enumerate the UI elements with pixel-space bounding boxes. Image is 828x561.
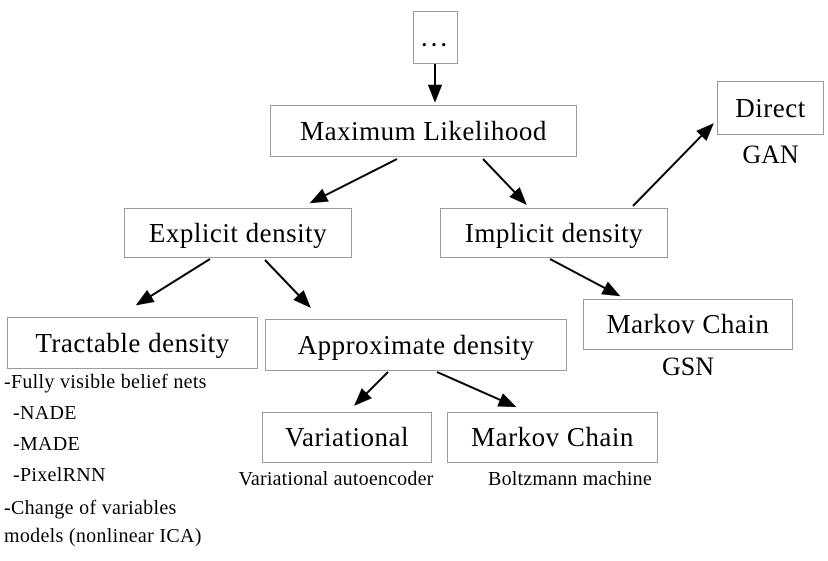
node-direct-label: Direct: [735, 92, 806, 123]
arrow-approximate-density-to-markov-chain-middle: [436, 371, 517, 408]
node-markov-chain-right: Markov Chain: [583, 299, 793, 350]
arrow-explicit-density-to-tractable-density: [135, 258, 211, 306]
tractable-list-item: -NADE: [13, 402, 77, 424]
tractable-list-item: -Fully visible belief nets: [4, 371, 207, 393]
node-variational-label: Variational: [285, 422, 409, 452]
arrow-maximum-likelihood-to-implicit-density: [482, 158, 527, 205]
node-tractable-density: Tractable density: [7, 317, 258, 369]
caption-variational-autoencoder: Variational autoencoder: [238, 468, 434, 490]
node-markov-chain-middle: Markov Chain: [447, 412, 658, 463]
tractable-list-item: -Change of variables: [4, 497, 177, 519]
node-implicit-density-label: Implicit density: [464, 217, 644, 248]
tractable-list-item: -PixelRNN: [13, 464, 106, 486]
caption-boltzmann-machine: Boltzmann machine: [488, 468, 652, 490]
node-root-label: ...: [420, 22, 451, 52]
arrow-explicit-density-to-approximate-density: [264, 259, 311, 308]
node-tractable-density-label: Tractable density: [35, 327, 230, 358]
node-root: ...: [413, 11, 458, 64]
caption-gsn: GSN: [661, 352, 714, 381]
node-approximate-density-label: Approximate density: [297, 329, 535, 360]
node-explicit-density: Explicit density: [124, 208, 352, 258]
arrow-maximum-likelihood-to-explicit-density: [309, 158, 398, 204]
arrow-implicit-density-to-markov-chain-right: [549, 258, 621, 297]
node-maximum-likelihood: Maximum Likelihood: [270, 105, 577, 157]
node-direct: Direct: [717, 81, 824, 135]
arrow-implicit-density-to-direct: [632, 123, 714, 207]
tractable-list-item: models (nonlinear ICA): [4, 525, 202, 547]
caption-gan: GAN: [742, 140, 799, 169]
tractable-list-item: -MADE: [13, 433, 81, 455]
node-approximate-density: Approximate density: [265, 319, 567, 371]
node-explicit-density-label: Explicit density: [148, 217, 328, 248]
node-markov-chain-right-label: Markov Chain: [606, 309, 770, 339]
node-markov-chain-middle-label: Markov Chain: [471, 422, 634, 452]
arrow-approximate-density-to-variational: [354, 371, 389, 406]
node-implicit-density: Implicit density: [440, 208, 668, 258]
node-maximum-likelihood-label: Maximum Likelihood: [300, 115, 547, 146]
node-variational: Variational: [262, 412, 432, 463]
